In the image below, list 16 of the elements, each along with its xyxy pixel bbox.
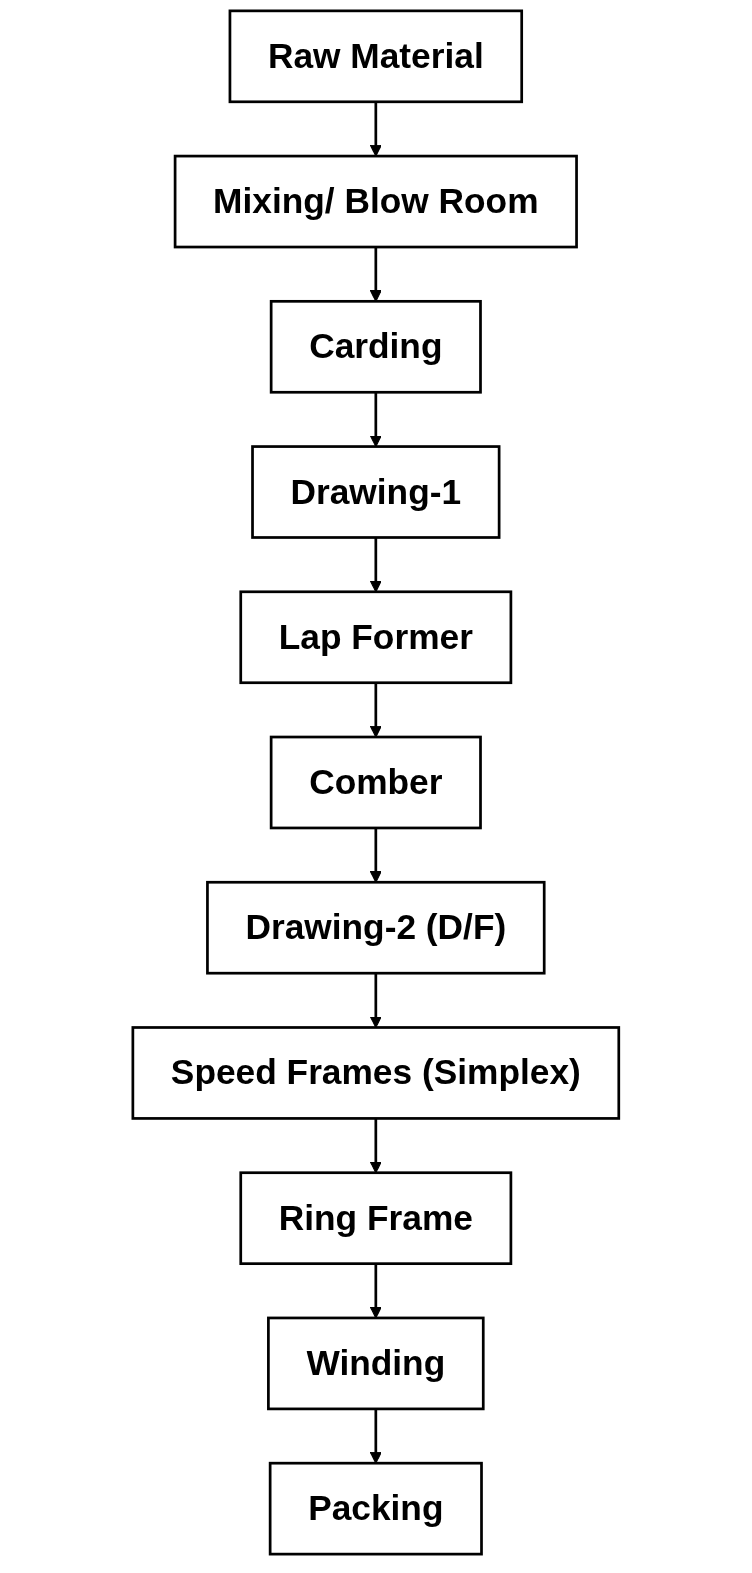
- node-box: Mixing/ Blow Room: [173, 154, 579, 249]
- node-box: Comber: [269, 735, 483, 830]
- node-box: Packing: [268, 1461, 484, 1556]
- node-box: Raw Material: [228, 9, 524, 104]
- arrow: [370, 247, 382, 302]
- arrow: [370, 682, 382, 738]
- node-box: Ring Frame: [239, 1171, 513, 1265]
- node-box: Drawing-1: [251, 445, 501, 539]
- arrow: [370, 1408, 382, 1464]
- node-box: Carding: [269, 299, 482, 394]
- node-box: Winding: [267, 1316, 485, 1411]
- arrow: [370, 827, 382, 883]
- node-box: Drawing-2 (D/F): [206, 880, 546, 975]
- node-box: Speed Frames (Simplex): [131, 1026, 621, 1120]
- arrow: [370, 101, 382, 157]
- node-box: Lap Former: [239, 590, 513, 685]
